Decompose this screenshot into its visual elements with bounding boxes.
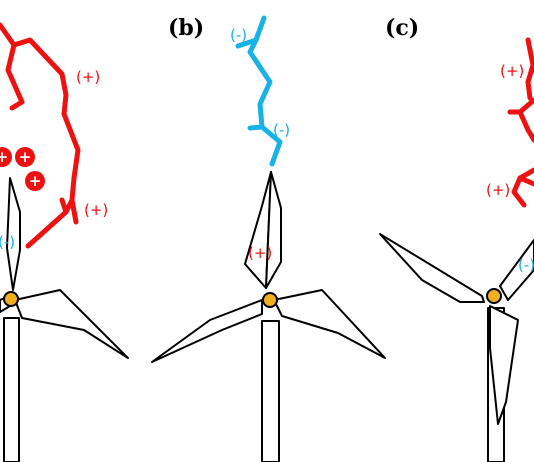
panel-c-label: (c) xyxy=(385,15,419,41)
panel-a-positive-charge-cloud: + + + xyxy=(0,147,45,191)
panel-c-blade-right xyxy=(499,239,534,301)
panel-b-hub xyxy=(262,292,278,308)
panel-a: (+) (+) + + + (-) xyxy=(0,22,129,462)
plus-sign: + xyxy=(29,172,42,190)
panel-a-negative-label: (-) xyxy=(0,233,15,251)
panel-a-positive-leader xyxy=(0,22,81,249)
plus-sign: + xyxy=(0,148,8,166)
positive-charge-ball xyxy=(0,147,12,167)
panel-b-label: (b) xyxy=(168,15,204,41)
panel-c-positive-label-lower: (+) xyxy=(486,181,510,199)
panel-c-positive-leader xyxy=(507,37,534,208)
panel-a-blade-up xyxy=(6,177,21,291)
panel-c-blade-down xyxy=(489,305,519,425)
panel-b-negative-leader xyxy=(235,15,283,167)
positive-charge-ball xyxy=(25,171,45,191)
panel-a-blade-right xyxy=(14,289,129,359)
panel-a-turbine xyxy=(0,177,129,462)
plus-sign: + xyxy=(19,148,32,166)
panel-b-negative-label-upper: (-) xyxy=(230,26,247,44)
panel-c: (c) (+) (+) (-) xyxy=(379,15,534,462)
panel-b-tower xyxy=(261,320,280,462)
panel-b-turbine xyxy=(151,171,386,462)
panel-a-tower xyxy=(3,317,20,462)
panel-b-blade-left xyxy=(151,299,263,363)
panel-c-turbine xyxy=(379,233,534,462)
panel-a-positive-label-lower: (+) xyxy=(84,201,108,219)
panel-b-blade-up-edge xyxy=(265,171,282,289)
panel-b-negative-label-lower: (-) xyxy=(273,121,290,139)
panel-c-blade-left xyxy=(379,233,485,303)
panel-c-positive-label-upper: (+) xyxy=(500,62,524,80)
panel-a-positive-label-upper: (+) xyxy=(76,68,100,86)
panel-b: (b) (-) (-) (+) xyxy=(151,15,386,462)
panel-b-blade-right xyxy=(273,289,386,359)
positive-charge-ball xyxy=(15,147,35,167)
panel-c-hub xyxy=(486,288,502,304)
panel-b-positive-label: (+) xyxy=(248,244,272,262)
panel-c-negative-label: (-) xyxy=(518,256,534,274)
panel-a-hub xyxy=(3,291,19,307)
